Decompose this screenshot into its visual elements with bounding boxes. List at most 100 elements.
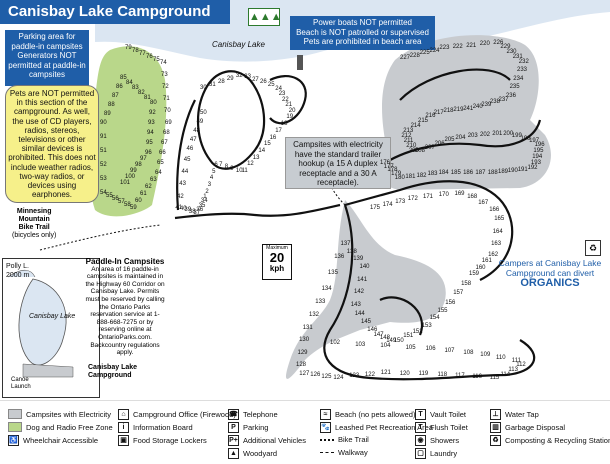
dog-radio-free-zone <box>88 46 167 217</box>
campsite-number: 227 <box>400 55 411 61</box>
campsite-number: 38 <box>188 208 196 215</box>
campsite-number: 225 <box>419 50 430 57</box>
campsite-number: 160 <box>475 264 486 271</box>
campsite-number: 192 <box>527 165 538 172</box>
legend-label: Bike Trail <box>338 435 369 444</box>
speed-limit-sign: Maximum 20 kph <box>262 244 292 280</box>
beach-notice: Power boats NOT permitted Beach is NOT p… <box>290 16 435 50</box>
campsite-number: 24 <box>275 85 282 92</box>
campsite-number: 21 <box>285 102 293 109</box>
electric-zone-east <box>375 35 551 190</box>
campsite-number: 232 <box>518 59 529 66</box>
canoe-label-2: Launch <box>11 384 31 390</box>
campsite-number: 106 <box>425 346 436 353</box>
campsite-number: 108 <box>463 349 474 356</box>
legend-label: Garbage Disposal <box>505 423 566 432</box>
campsite-number: 214 <box>410 122 421 129</box>
campsite-number: 10 <box>235 168 243 175</box>
campsite-number: 56 <box>112 196 119 202</box>
campsite-number: 198 <box>520 135 531 142</box>
campsite-number: 104 <box>380 343 391 350</box>
campsite-number: 146 <box>367 326 378 333</box>
campsite-number: 186 <box>463 170 474 176</box>
campsite-number: 215 <box>418 118 429 124</box>
legend-item: ☎Telephone <box>228 409 278 420</box>
campsite-number: 33 <box>244 73 251 80</box>
campsite-number: 85 <box>120 75 127 81</box>
campsite-number: 211 <box>403 137 414 144</box>
campsite-number: 89 <box>104 111 111 117</box>
pet-icon: 🐾 <box>320 422 331 433</box>
campsite-number: 122 <box>364 371 375 378</box>
campsite-number: 60 <box>135 198 142 204</box>
legend-label: Dog and Radio Free Zone <box>26 422 113 432</box>
garbage-icon: ▥ <box>490 422 501 433</box>
legend-label: Leashed Pet Recreation Area <box>335 423 433 432</box>
speed-unit: kph <box>269 264 285 273</box>
campsite-number: 46 <box>186 145 194 152</box>
bike-trail-name-3: Bike Trail <box>18 224 50 231</box>
campsite-number: 187 <box>475 170 486 176</box>
campsite-number: 75 <box>153 57 160 63</box>
campsite-number: 161 <box>481 258 492 265</box>
canoe-label-1: Canoe <box>11 377 29 383</box>
campsite-number: 22 <box>282 96 289 103</box>
campsite-number: 67 <box>161 140 168 146</box>
campsite-number: 208 <box>414 148 425 155</box>
legend-label: Showers <box>430 436 460 445</box>
campsite-number: 57 <box>118 199 125 205</box>
legend-label: Parking <box>243 423 269 432</box>
campground-inset-line-2: Campground <box>88 372 132 379</box>
campsite-number: 241 <box>463 105 474 112</box>
campsite-number: 158 <box>461 280 472 287</box>
campsite-number: 98 <box>135 162 142 168</box>
campsite-number: 93 <box>148 120 155 126</box>
campsite-number: 193 <box>530 160 541 167</box>
campsite-number: 105 <box>405 344 416 351</box>
woodyard-icon: ▲ <box>228 448 239 459</box>
campsite-number: 69 <box>165 120 172 126</box>
campsite-number: 190 <box>507 167 518 174</box>
campsite-number: 131 <box>302 324 313 331</box>
legend-item: Bike Trail <box>320 435 369 444</box>
campsite-number: 71 <box>163 96 170 102</box>
campsite-number: 143 <box>350 301 361 308</box>
inset-title: Paddle-In Campsites <box>85 257 165 266</box>
tree-icon: ▲ <box>249 11 260 23</box>
legend-item: Walkway <box>320 448 368 457</box>
campsite-number: 101 <box>120 180 131 186</box>
campsite-number: 141 <box>357 276 368 283</box>
campsite-number: 235 <box>509 84 520 91</box>
campsite-number: 54 <box>100 190 107 196</box>
legend-label: Additional Vehicles <box>243 436 306 445</box>
campsite-number: 147 <box>373 331 384 338</box>
legend-label: Laundry <box>430 449 458 458</box>
walkway <box>39 149 346 251</box>
legend-label: Composting & Recycling Station <box>505 436 610 445</box>
campsite-number: 153 <box>421 323 432 330</box>
campsite-number: 6 <box>214 161 218 168</box>
campsite-number: 111 <box>511 358 521 365</box>
campsite-number: 26 <box>260 79 267 86</box>
campsite-number: 171 <box>423 193 434 200</box>
polly-lake-label: Polly L. <box>6 263 29 270</box>
campsite-number: 119 <box>418 371 429 378</box>
legend-label: Vault Toilet <box>430 410 466 419</box>
campsite-number: 83 <box>132 85 139 91</box>
flush-toilet-icon: T <box>415 422 426 433</box>
water-tap-icon: ⊥ <box>490 409 501 420</box>
shower-icon: ◉ <box>415 435 426 446</box>
campsite-number: 224 <box>429 47 440 54</box>
campsite-number: 168 <box>467 194 478 201</box>
campsite-number: 20 <box>288 108 296 114</box>
campsite-number: 133 <box>315 299 326 306</box>
campsite-number: 18 <box>280 121 288 127</box>
campsite-number: 87 <box>112 93 119 99</box>
campsite-number: 58 <box>124 202 131 208</box>
campsite-number: 107 <box>444 347 455 354</box>
campsite-number: 73 <box>161 72 168 78</box>
campsite-number: 47 <box>189 136 197 143</box>
